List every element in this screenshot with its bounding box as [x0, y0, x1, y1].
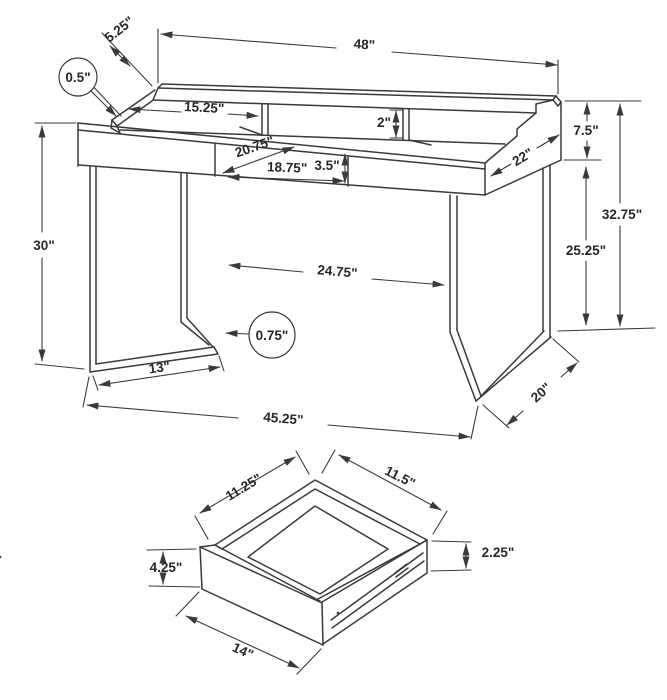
dim-bubble-0-75: [248, 311, 296, 359]
dim-11-5-label: 11.5": [382, 463, 417, 491]
dim-2-label: 2": [377, 115, 391, 130]
dim-14: 14": [175, 591, 322, 675]
dim-2: 2": [377, 109, 404, 139]
dim-4-25-label: 4.25": [150, 560, 183, 575]
dim-14-label: 14": [230, 640, 256, 663]
dim-7-5: 7.5": [563, 100, 642, 161]
drawer-dimensions: 11.25" 11.5" 2.25" 4.25: [146, 449, 515, 675]
dim-15-25-label: 15.25": [184, 99, 225, 116]
dim-22: 22": [490, 134, 560, 177]
dim-0-75: 0.75": [225, 311, 296, 359]
dim-24-75: 24.75": [228, 262, 445, 288]
dim-7-5-label: 7.5": [573, 123, 598, 138]
dim-32-75-label: 32.75": [602, 207, 642, 222]
dim-18-75: 18.75": [227, 159, 345, 185]
desk-figure: 48" 5.25" 0.5" 15.25": [33, 13, 656, 440]
dim-13: 13": [92, 355, 225, 391]
dim-48: 48": [157, 28, 559, 95]
dim-30-label: 30": [33, 238, 54, 253]
dim-25-25: 25.25": [566, 166, 606, 326]
dim-24-75-label: 24.75": [317, 262, 358, 280]
dim-48-label: 48": [353, 36, 375, 52]
dim-45-25-label: 45.25": [263, 409, 304, 427]
dim-11-25-label: 11.25": [223, 471, 265, 504]
dim-22-label: 22": [510, 145, 536, 169]
dim-0-75-label: 0.75": [256, 328, 289, 343]
dim-45-25: 45.25": [82, 376, 479, 440]
desk-dimensions: 48" 5.25" 0.5" 15.25": [33, 13, 656, 440]
desk-left-leg: [89, 166, 219, 373]
drawer-box: [0, 479, 428, 646]
dim-20-label: 20": [528, 380, 554, 405]
dim-4-25: 4.25": [146, 548, 201, 588]
dim-bubble-0-5: [58, 57, 98, 97]
dim-3-5-label: 3.5": [314, 158, 339, 173]
dim-30: 30": [33, 122, 85, 370]
dim-5-25-label: 5.25": [102, 13, 137, 45]
desk-hutch-shelf: [110, 83, 557, 146]
dim-25-25-label: 25.25": [566, 243, 606, 258]
drawer-figure: 11.25" 11.5" 2.25" 4.25: [0, 449, 515, 675]
dim-3-5: 3.5": [314, 153, 349, 184]
dim-15-25: 15.25": [128, 99, 259, 119]
dim-13-label: 13": [148, 359, 171, 377]
dim-2-25-label: 2.25": [482, 545, 515, 560]
dim-0-5-label: 0.5": [65, 70, 90, 85]
dim-32-75: 32.75": [557, 103, 656, 332]
dim-0-5: 0.5": [58, 57, 117, 117]
dim-2-25: 2.25": [430, 540, 515, 572]
desk-right-leg: [449, 164, 552, 402]
dim-18-75-label: 18.75": [267, 159, 308, 175]
